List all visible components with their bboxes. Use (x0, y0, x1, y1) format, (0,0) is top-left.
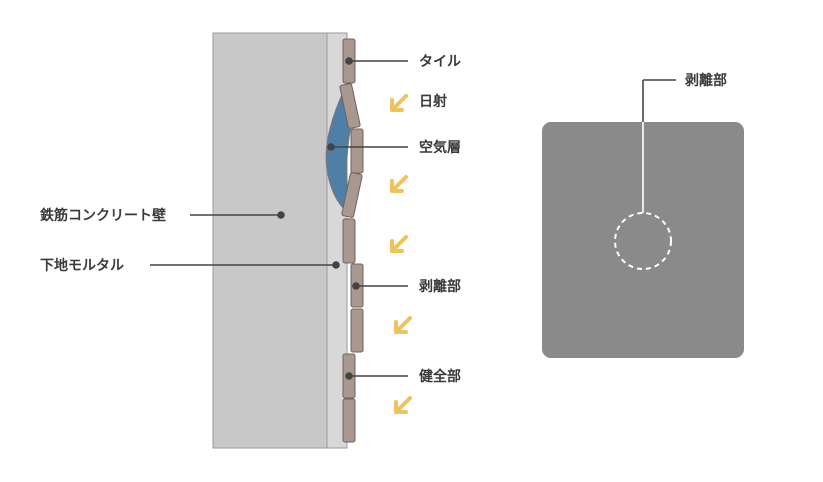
inspection-panel (542, 122, 744, 358)
leader-lines (150, 57, 408, 380)
label-tile: タイル (419, 54, 461, 70)
sunlight-arrows (390, 94, 412, 414)
air-layer (325, 87, 353, 211)
tile (342, 218, 356, 264)
arrow-down-left-icon (394, 316, 412, 334)
tile-group (339, 38, 364, 443)
tile (339, 83, 361, 129)
label-sunlight: 日射 (419, 93, 447, 110)
tile (341, 172, 363, 218)
label-base-mortar: 下地モルタル (40, 257, 124, 274)
tile (342, 398, 356, 443)
rc-wall (212, 32, 328, 449)
arrow-down-left-icon (394, 396, 412, 414)
tile (350, 128, 364, 174)
arrow-down-left-icon (390, 175, 408, 193)
label-rc-wall: 鉄筋コンクリート壁 (40, 207, 166, 224)
arrow-down-left-icon (390, 235, 408, 253)
tile (350, 308, 364, 353)
label-panel-delaminated: 剥離部 (685, 72, 727, 89)
arrow-down-left-icon (390, 94, 408, 112)
label-sound-part: 健全部 (419, 368, 461, 385)
label-air-layer: 空気層 (419, 139, 461, 156)
label-delaminated: 剥離部 (419, 278, 461, 295)
delamination-area-marker (614, 212, 672, 270)
